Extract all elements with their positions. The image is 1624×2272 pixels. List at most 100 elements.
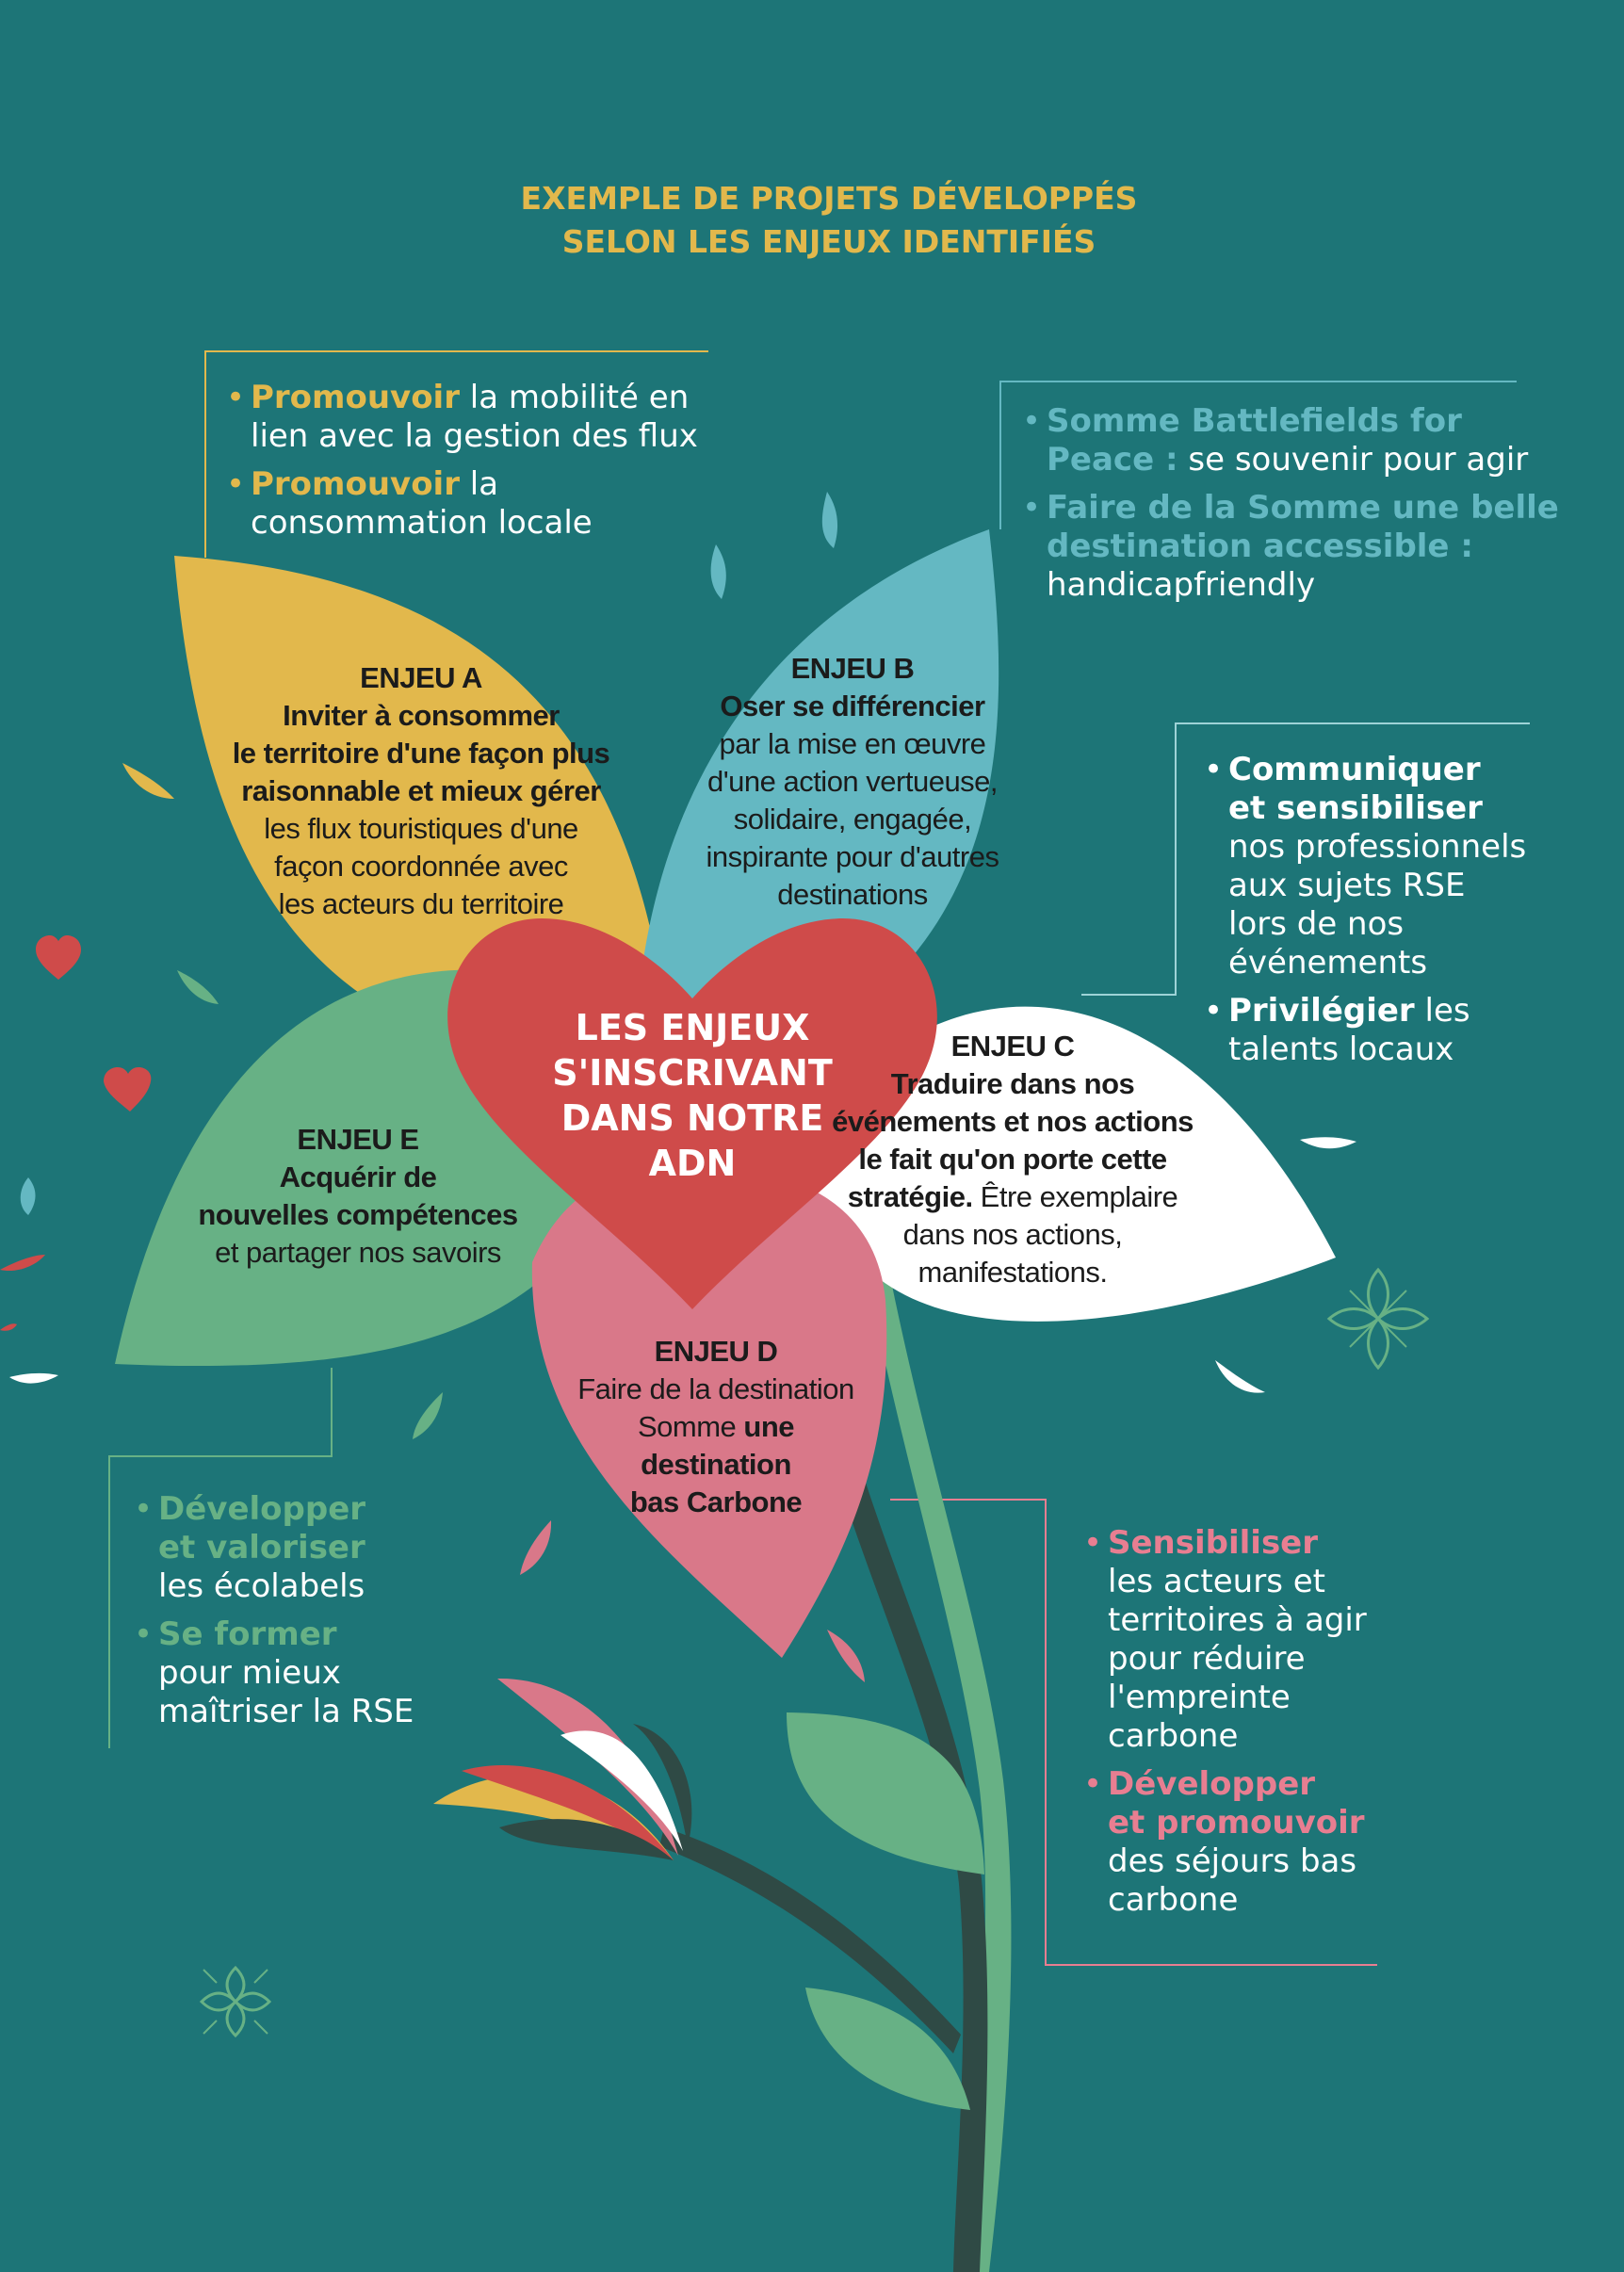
side-c-item-2-line-1: Privilégier les	[1228, 992, 1600, 1031]
bullet-icon: •	[134, 1615, 154, 1653]
side-d-item-2: • Développer et promouvoir des séjours b…	[1083, 1765, 1479, 1920]
deco-leaf-6	[413, 1392, 443, 1439]
enjeu-b-text: ENJEU B Oser se différencier par la mise…	[678, 650, 1027, 914]
petal-a	[174, 556, 662, 1014]
side-c-item-1-text-5: lors de nos	[1228, 905, 1405, 943]
enjeu-d-line-1: Faire de la destination	[577, 1372, 854, 1405]
connector-line-e	[108, 1368, 333, 1748]
bullet-icon: •	[226, 379, 246, 416]
stem-leaf-lower	[805, 1988, 970, 2110]
page-title: EXEMPLE DE PROJETS DÉVELOPPÉS SELON LES …	[0, 177, 1624, 264]
bullet-icon: •	[1083, 1524, 1103, 1562]
enjeu-a-label: ENJEU A	[360, 661, 482, 694]
side-c-item-1-text-6: événements	[1228, 944, 1428, 982]
side-d-item-1-text-5: l'empreinte	[1108, 1679, 1291, 1716]
enjeu-c-text: ENJEU C Traduire dans nos événements et …	[824, 1028, 1201, 1291]
side-c-item-2-text-2: talents locaux	[1228, 1031, 1454, 1068]
center-heart	[447, 918, 937, 1309]
deco-leaf-4	[122, 763, 174, 799]
side-c-item-1-text-4: aux sujets RSE	[1228, 867, 1466, 904]
side-a-item-1-text-2: lien avec la gestion des flux	[251, 417, 698, 455]
enjeu-e-line-2: nouvelles compétences	[198, 1198, 518, 1231]
clover-ornament-right	[1326, 1267, 1430, 1371]
enjeu-e-line-1: Acquérir de	[279, 1160, 437, 1193]
main-stem-light	[862, 1253, 1012, 2272]
side-e-item-2: • Se former pour mieux maîtriser la RSE	[134, 1615, 492, 1731]
enjeu-d-line-2: Somme une	[565, 1408, 867, 1446]
enjeu-b-line-4: solidaire, engagée,	[733, 803, 972, 836]
enjeu-c-line-5: dans nos actions,	[902, 1218, 1123, 1251]
enjeu-c-line-4: stratégie. Être exemplaire	[824, 1178, 1201, 1216]
side-e-item-2-highlight: Se former	[158, 1615, 337, 1653]
side-c-item-2-text-1: les	[1414, 992, 1470, 1030]
side-d-item-2-highlight-1: Développer	[1108, 1765, 1316, 1803]
side-e-item-1-highlight-2: et valoriser	[158, 1529, 365, 1566]
side-b-item-1: • Somme Battlefields for Peace : se souv…	[1022, 402, 1587, 479]
enjeu-c-line-1: Traduire dans nos	[890, 1067, 1135, 1100]
enjeu-d-line-3: destination	[641, 1448, 791, 1481]
petal-c	[801, 1006, 1336, 1322]
enjeu-a-line-2: le territoire d'une façon plus	[232, 737, 610, 770]
deco-leaf-9	[1300, 1137, 1356, 1149]
enjeu-d-line-2-bold: une	[743, 1410, 795, 1443]
bullet-icon: •	[226, 465, 246, 503]
enjeu-b-line-5: inspirante pour d'autres	[706, 840, 999, 873]
heart-line-4: ADN	[648, 1143, 737, 1184]
bullet-icon: •	[1022, 402, 1042, 440]
bullet-icon: •	[1083, 1765, 1103, 1803]
connector-line-c	[1081, 722, 1530, 996]
side-list-c: • Communiquer et sensibiliser nos profes…	[1204, 751, 1600, 1079]
side-b-item-1-highlight-2: Peace :	[1047, 441, 1178, 479]
enjeu-d-text: ENJEU D Faire de la destination Somme un…	[565, 1333, 867, 1521]
side-a-item-1-highlight: Promouvoir	[251, 379, 460, 416]
side-d-item-2-text-3: des séjours bas	[1108, 1842, 1357, 1880]
side-a-item-2-text-1: la	[459, 465, 499, 503]
side-e-item-2-text-3: maîtriser la RSE	[158, 1693, 414, 1730]
enjeu-c-line-6: manifestations.	[918, 1256, 1109, 1289]
side-list-d: • Sensibiliser les acteurs et territoire…	[1083, 1524, 1479, 1929]
bullet-icon: •	[1204, 751, 1224, 788]
side-c-item-1-highlight-2: et sensibiliser	[1228, 789, 1483, 827]
petal-b	[641, 529, 999, 1040]
bud-flower	[433, 1678, 692, 1860]
deco-leaf-1	[821, 492, 838, 548]
heart-line-3: DANS NOTRE	[560, 1097, 824, 1139]
side-list-a: • Promouvoir la mobilité en lien avec la…	[226, 379, 716, 552]
enjeu-c-label: ENJEU C	[950, 1030, 1075, 1063]
heart-label: LES ENJEUX S'INSCRIVANT DANS NOTRE ADN	[504, 1005, 881, 1186]
side-d-item-2-highlight-2: et promouvoir	[1108, 1804, 1365, 1842]
enjeu-e-text: ENJEU E Acquérir de nouvelles compétence…	[198, 1121, 518, 1272]
side-a-item-1: • Promouvoir la mobilité en lien avec la…	[226, 379, 716, 456]
branch-stem	[659, 1827, 961, 2053]
petal-d	[531, 1163, 887, 1658]
enjeu-a-text: ENJEU A Inviter à consommer le territoir…	[219, 659, 624, 923]
side-list-e: • Développer et valoriser les écolabels …	[134, 1490, 492, 1741]
deco-leaf-5	[177, 970, 219, 1004]
enjeu-e-line-3: et partager nos savoirs	[215, 1236, 501, 1269]
enjeu-b-line-2: par la mise en œuvre	[719, 727, 986, 760]
enjeu-c-line-4-text: Être exemplaire	[972, 1180, 1178, 1213]
side-e-item-1: • Développer et valoriser les écolabels	[134, 1490, 492, 1606]
page-title-line-1: EXEMPLE DE PROJETS DÉVELOPPÉS	[520, 180, 1138, 217]
enjeu-d-label: ENJEU D	[654, 1335, 778, 1368]
side-e-item-1-highlight-1: Développer	[158, 1490, 366, 1528]
enjeu-a-line-6: les acteurs du territoire	[278, 887, 564, 920]
small-heart-2	[104, 1067, 152, 1112]
side-d-item-1-highlight: Sensibiliser	[1108, 1524, 1319, 1562]
side-a-item-1-text-1: la mobilité en	[459, 379, 690, 416]
enjeu-a-line-5: façon coordonnée avec	[274, 850, 568, 883]
bullet-icon: •	[1204, 992, 1224, 1030]
enjeu-e-label: ENJEU E	[297, 1123, 419, 1156]
side-a-item-1-line-1: Promouvoir la mobilité en	[251, 379, 716, 417]
side-e-item-1-text-3: les écolabels	[158, 1567, 365, 1605]
side-c-item-1-text-3: nos professionnels	[1228, 828, 1527, 866]
deco-leaf-3	[20, 1177, 36, 1215]
bullet-icon: •	[134, 1490, 154, 1528]
side-c-item-1: • Communiquer et sensibiliser nos profes…	[1204, 751, 1600, 982]
enjeu-b-line-1: Oser se différencier	[720, 690, 985, 722]
side-b-item-2-highlight-1: Faire de la Somme une belle	[1047, 489, 1559, 527]
side-a-item-2-text-2: consommation locale	[251, 504, 593, 542]
side-d-item-1-text-6: carbone	[1108, 1717, 1239, 1755]
side-b-item-1-text: se souvenir pour agir	[1177, 441, 1529, 479]
deco-leaf-12	[0, 1255, 45, 1272]
